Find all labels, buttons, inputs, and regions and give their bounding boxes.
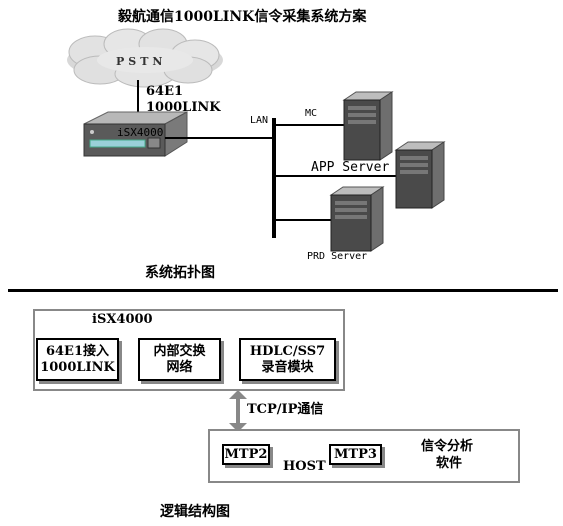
lan-label: LAN — [250, 115, 269, 126]
box-e1-access: 64E1接入 1000LINK — [36, 338, 119, 381]
link-label-line2: 1000LINK — [146, 100, 221, 115]
box-mtp2-label: MTP2 — [224, 446, 268, 462]
link-label-line1: 64E1 — [146, 84, 184, 99]
box-mtp3: MTP3 — [329, 444, 382, 465]
device-label: iSX4000 — [117, 126, 164, 139]
topology-diagram — [67, 28, 446, 252]
box-switch-network: 内部交换 网络 — [138, 338, 221, 381]
server-prd-label: PRD Server — [307, 251, 368, 262]
isx4000-group-label: iSX4000 — [92, 312, 153, 327]
server-prd-icon — [329, 186, 385, 252]
host-label: HOST — [283, 459, 326, 474]
tcpip-arrow-icon — [229, 390, 247, 432]
server-app-icon — [394, 141, 446, 209]
analysis-label-line1: 信令分析 — [421, 439, 474, 454]
isx4000-device — [83, 111, 188, 157]
server-mc-icon — [342, 91, 394, 161]
box-switch-network-line2: 网络 — [166, 359, 193, 375]
box-e1-access-line1: 64E1接入 — [45, 343, 110, 359]
server-app-label: APP Server — [311, 160, 390, 175]
box-e1-access-line2: 1000LINK — [40, 359, 115, 375]
topology-caption: 系统拓扑图 — [145, 265, 215, 281]
box-mtp3-label: MTP3 — [334, 446, 377, 462]
pstn-label: PSTN — [116, 55, 167, 68]
box-recording-module: HDLC/SS7 录音模块 — [239, 338, 336, 381]
box-switch-network-line1: 内部交换 — [153, 343, 206, 359]
tcpip-label: TCP/IP通信 — [247, 402, 324, 417]
box-mtp2: MTP2 — [222, 444, 270, 465]
diagram-title: 毅航通信1000LINK信令采集系统方案 — [118, 9, 367, 25]
section-divider — [8, 289, 558, 292]
box-recording-module-line1: HDLC/SS7 — [249, 343, 326, 359]
pstn-cloud — [67, 28, 223, 88]
server-mc-label: MC — [305, 108, 318, 119]
logic-caption: 逻辑结构图 — [160, 504, 230, 520]
analysis-label-line2: 软件 — [436, 456, 463, 471]
box-recording-module-line2: 录音模块 — [261, 359, 314, 375]
